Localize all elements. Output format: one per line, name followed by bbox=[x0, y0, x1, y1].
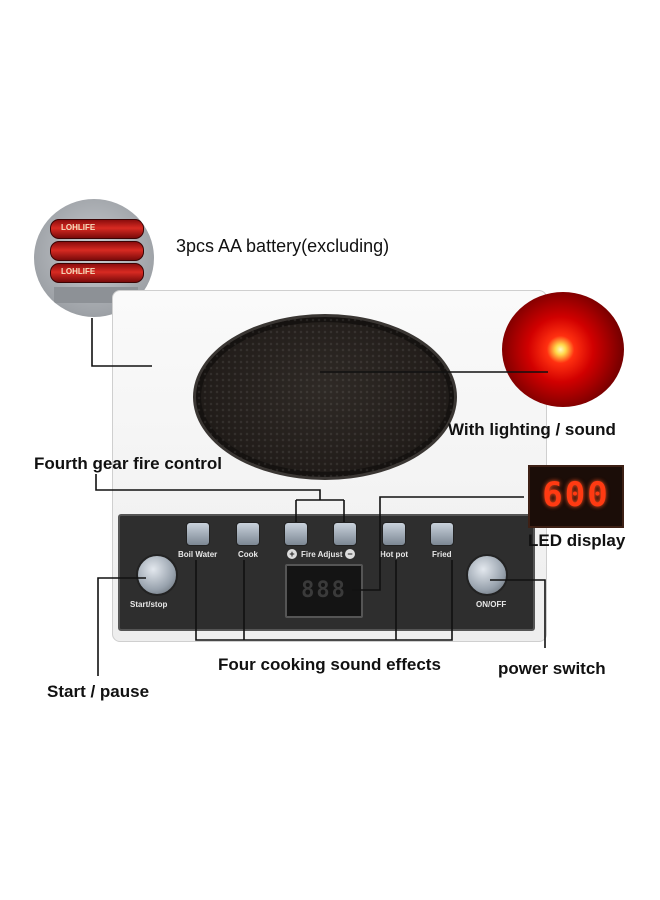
fire-control-callout: Fourth gear fire control bbox=[34, 454, 222, 473]
start-pause-leader bbox=[97, 577, 146, 676]
burner-texture bbox=[196, 317, 454, 477]
led-display-leader bbox=[352, 496, 524, 591]
led-display-digits: 600 bbox=[542, 475, 610, 515]
battery-cell: LOHLIFE bbox=[50, 263, 144, 283]
battery-leader bbox=[91, 318, 152, 367]
power-switch-callout: power switch bbox=[498, 659, 606, 678]
fire-control-leader bbox=[95, 474, 345, 522]
lighting-callout: With lighting / sound bbox=[448, 420, 616, 439]
fried-label: Fried bbox=[432, 550, 452, 559]
panel-screen-digits: 888 bbox=[301, 578, 347, 603]
power-button[interactable] bbox=[466, 554, 508, 596]
boil-water-button[interactable] bbox=[186, 522, 210, 546]
fried-button[interactable] bbox=[430, 522, 454, 546]
led-display-callout: LED display bbox=[528, 531, 626, 550]
control-panel: Boil Water Cook + Fire Adjust − Hot pot … bbox=[118, 514, 535, 631]
hot-pot-label: Hot pot bbox=[380, 550, 408, 559]
battery-cell bbox=[50, 241, 144, 261]
power-switch-leader bbox=[490, 579, 546, 648]
start-stop-label: Start/stop bbox=[130, 600, 168, 609]
start-stop-button[interactable] bbox=[136, 554, 178, 596]
fire-minus-button[interactable] bbox=[333, 522, 357, 546]
battery-cell: LOHLIFE bbox=[50, 219, 144, 239]
cook-label: Cook bbox=[238, 550, 258, 559]
panel-screen: 888 bbox=[285, 564, 363, 618]
sound-effects-callout: Four cooking sound effects bbox=[218, 655, 441, 674]
fire-adjust-label: Fire Adjust bbox=[301, 550, 343, 559]
fire-plus-button[interactable] bbox=[284, 522, 308, 546]
on-off-label: ON/OFF bbox=[476, 600, 507, 609]
boil-water-label: Boil Water bbox=[178, 550, 218, 559]
burner-plate bbox=[193, 314, 457, 480]
minus-icon: − bbox=[345, 549, 355, 559]
red-light-photo bbox=[502, 292, 624, 407]
start-pause-callout: Start / pause bbox=[47, 682, 150, 701]
cook-button[interactable] bbox=[236, 522, 260, 546]
hot-pot-button[interactable] bbox=[382, 522, 406, 546]
sound-effects-leader bbox=[195, 560, 453, 641]
led-display-photo: 600 bbox=[528, 465, 624, 528]
battery-callout: 3pcs AA battery(excluding) bbox=[176, 236, 390, 256]
plus-icon: + bbox=[287, 549, 297, 559]
